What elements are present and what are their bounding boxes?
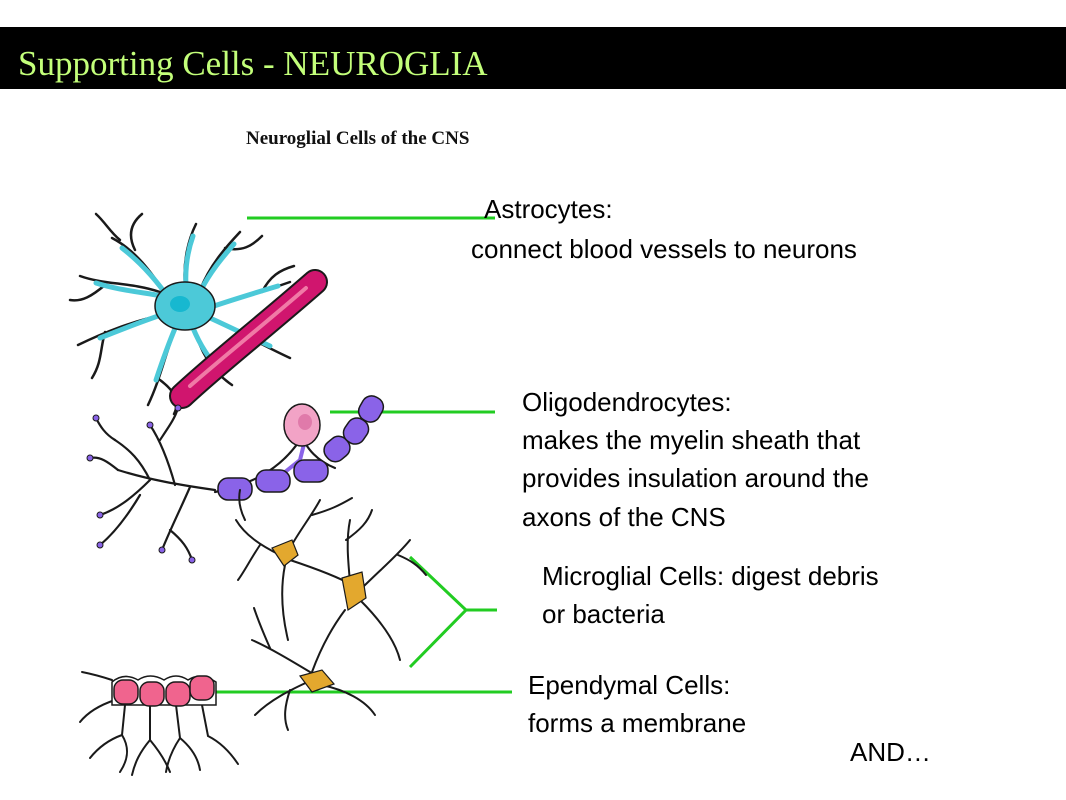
ependymal-illustration	[79, 671, 239, 776]
figure-heading: Neuroglial Cells of the CNS	[246, 128, 470, 149]
and-continuation: AND…	[850, 737, 931, 767]
microglia-cell-1	[271, 539, 299, 567]
ependymal-label: Ependymal Cells:	[528, 670, 731, 700]
oligodendrocyte-illustration	[86, 395, 385, 564]
title-bar	[0, 27, 1066, 89]
astrocytes-description: connect blood vessels to neurons	[471, 234, 857, 264]
microglia-cell-3	[298, 669, 336, 693]
oligodendrocytes-label: Oligodendrocytes:	[522, 387, 732, 417]
microglia-illustration	[235, 489, 427, 731]
microglia-bracket	[408, 555, 469, 669]
oligodendrocytes-description-line: makes the myelin sheath that	[522, 425, 861, 455]
ependymal-cells	[113, 675, 215, 707]
oligodendrocytes-description-line: provides insulation around the	[522, 463, 869, 493]
myelin-sheath	[217, 395, 385, 501]
leader-lines	[215, 216, 512, 694]
ependymal-description: forms a membrane	[528, 708, 747, 738]
microglial-label-line: or bacteria	[542, 599, 665, 629]
astrocytes-label: Astrocytes:	[484, 194, 613, 224]
astrocyte-illustration	[68, 212, 328, 416]
microglia-cell-2	[341, 571, 367, 612]
microglial-label-line: Microglial Cells: digest debris	[542, 561, 879, 591]
oligodendrocytes-description-line: axons of the CNS	[522, 502, 726, 532]
slide-title: Supporting Cells - NEUROGLIA	[18, 44, 488, 83]
blood-vessel	[169, 269, 328, 409]
